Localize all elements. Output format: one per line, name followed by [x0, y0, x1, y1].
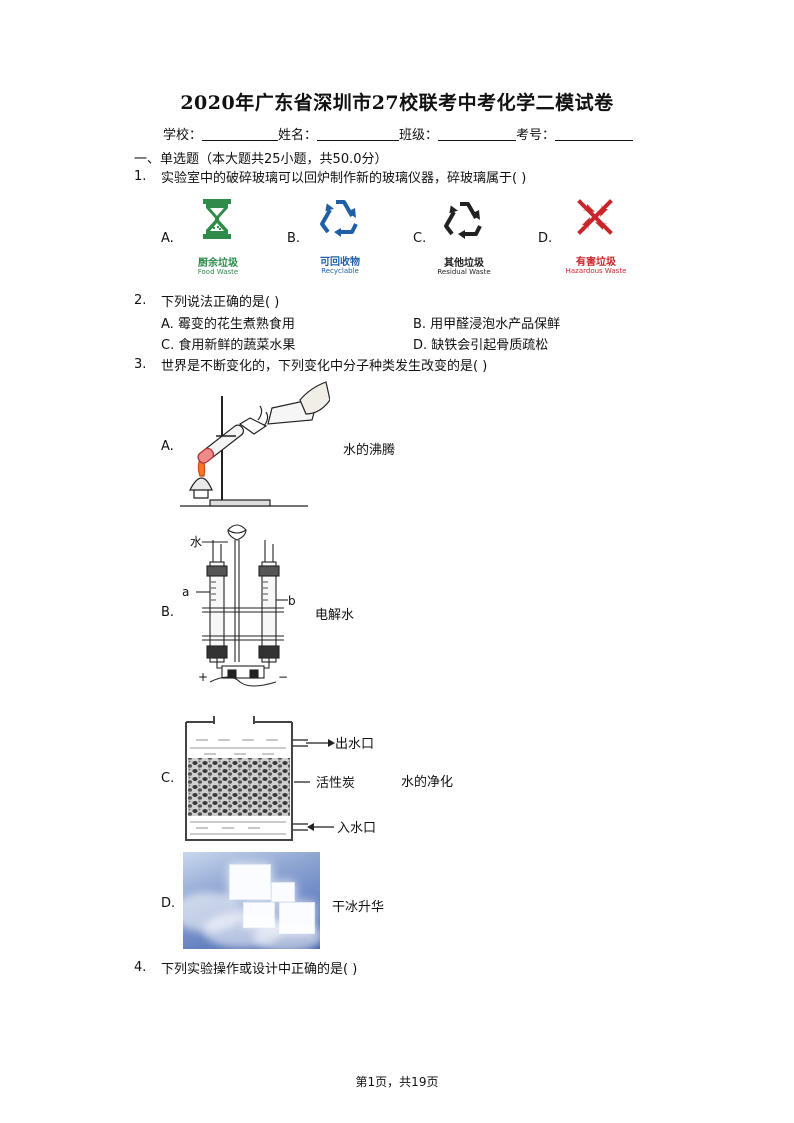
school-label: 学校： — [163, 128, 203, 143]
q1-number: 1. — [134, 169, 147, 184]
purifier-label-inlet: 入水口 — [337, 821, 376, 836]
q3-stem: 世界是不断变化的，下列变化中分子种类发生改变的是( ) — [161, 359, 488, 374]
q1-a-label-cn: 厨余垃圾 — [198, 258, 238, 269]
q2-option-a[interactable]: A. 霉变的花生煮熟食用 — [161, 317, 295, 332]
page-title: 2020年广东省深圳市27校联考中考化学二模试卷 — [180, 92, 614, 114]
q2-stem: 下列说法正确的是( ) — [161, 295, 280, 310]
q1-option-c-letter[interactable]: C. — [413, 231, 427, 246]
q1-c-label-cn: 其他垃圾 — [444, 258, 484, 269]
q2-option-b[interactable]: B. 用甲醛浸泡水产品保鲜 — [413, 317, 561, 332]
q4-number: 4. — [134, 960, 147, 975]
q3-option-b-letter[interactable]: B. — [161, 605, 175, 620]
q1-a-label-en: Food Waste — [197, 268, 239, 276]
q1-b-label-cn: 可回收物 — [320, 257, 360, 268]
q1-b-label-en: Recyclable — [321, 267, 359, 275]
name-blank[interactable] — [317, 128, 400, 141]
electrolysis-label-plus: + — [198, 670, 208, 684]
q3-option-d-text: 干冰升华 — [332, 900, 385, 915]
dry-ice-photo — [183, 852, 320, 949]
recycle-icon — [320, 200, 358, 237]
q3-option-a-text: 水的沸腾 — [343, 443, 396, 458]
q3-option-d-letter[interactable]: D. — [161, 896, 176, 911]
boiling-apparatus-figure — [180, 381, 330, 507]
q3-option-b-text: 电解水 — [315, 608, 355, 623]
electrolysis-label-minus: − — [278, 670, 288, 684]
id-blank[interactable] — [555, 128, 634, 141]
q3-option-c-letter[interactable]: C. — [161, 771, 175, 786]
purifier-label-carbon: 活性炭 — [316, 776, 355, 791]
q1-d-label-cn: 有害垃圾 — [576, 257, 616, 268]
electrolysis-label-b: b — [288, 594, 296, 608]
school-blank[interactable] — [202, 128, 279, 141]
hazard-cross-icon — [577, 199, 613, 235]
purifier-label-outlet: 出水口 — [335, 737, 374, 752]
q2-option-c[interactable]: C. 食用新鲜的蔬菜水果 — [161, 338, 296, 353]
electrolysis-apparatus-figure: 水 a b + − — [182, 524, 296, 687]
q3-number: 3. — [134, 357, 147, 372]
hourglass-icon — [203, 199, 231, 239]
q3-option-a-letter[interactable]: A. — [161, 439, 174, 454]
page-footer: 第1页，共19页 — [355, 1075, 439, 1089]
electrolysis-label-a: a — [182, 585, 189, 599]
q2-option-d[interactable]: D. 缺铁会引起骨质疏松 — [413, 338, 549, 353]
q2-number: 2. — [134, 293, 147, 308]
q1-stem: 实验室中的破碎玻璃可以回炉制作新的玻璃仪器，碎玻璃属于( ) — [161, 171, 527, 186]
student-info-line: 学校： 姓名： 班级： 考号： — [163, 124, 634, 143]
class-label: 班级： — [399, 128, 439, 143]
id-label: 考号： — [516, 128, 556, 143]
q1-option-d-letter[interactable]: D. — [538, 231, 553, 246]
q1-option-b-letter[interactable]: B. — [287, 231, 301, 246]
water-purifier-figure: 出水口 活性炭 入水口 — [185, 716, 376, 841]
name-label: 姓名： — [278, 128, 318, 143]
q1-d-label-en: Hazardous Waste — [565, 267, 627, 275]
q4-stem: 下列实验操作或设计中正确的是( ) — [161, 962, 358, 977]
q3-option-c-text: 水的净化 — [401, 775, 454, 790]
q1-c-label-en: Residual Waste — [437, 268, 491, 276]
recycle-icon-residual — [444, 202, 482, 239]
section-heading: 一、单选题（本大题共25小题，共50.0分） — [134, 152, 388, 167]
q1-option-a-letter[interactable]: A. — [161, 231, 174, 246]
electrolysis-label-water: 水 — [190, 535, 202, 549]
class-blank[interactable] — [438, 128, 517, 141]
